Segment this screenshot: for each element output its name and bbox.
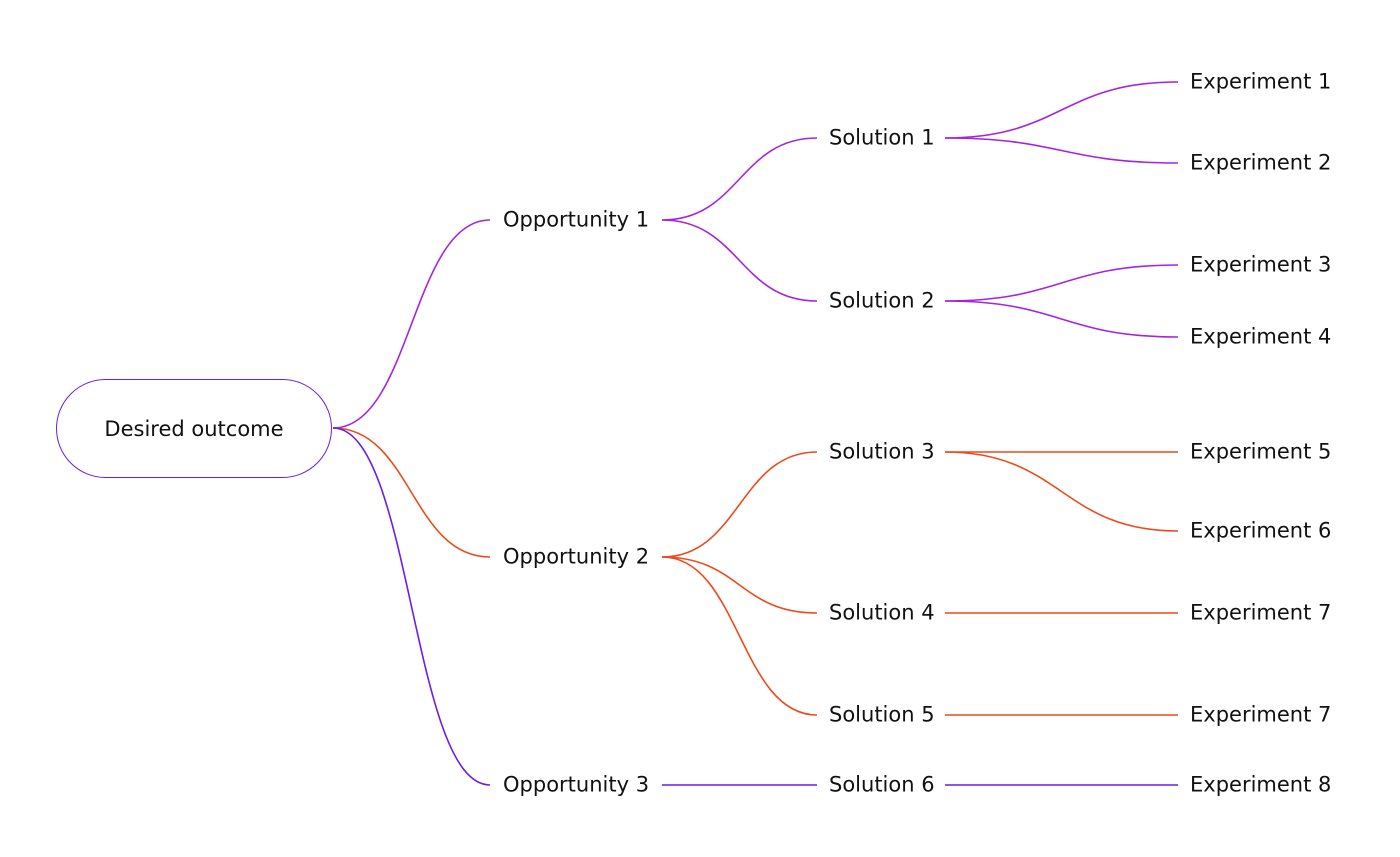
solution-5-node[interactable]: Solution 5: [829, 702, 935, 727]
edge-o2-s4: [661, 556, 818, 614]
experiment-5-node[interactable]: Experiment 5: [1190, 439, 1332, 464]
opportunity-3-node[interactable]: Opportunity 3: [503, 772, 650, 797]
edge-o1-s2: [661, 219, 818, 302]
edge-o1-s1: [661, 137, 818, 221]
experiment-2-node[interactable]: Experiment 2: [1190, 150, 1332, 175]
opportunity-1-node[interactable]: Opportunity 1: [503, 207, 650, 232]
experiment-7-node[interactable]: Experiment 7: [1190, 600, 1332, 625]
edge-s2-e3: [944, 264, 1179, 302]
edge-root-o3: [332, 427, 491, 786]
solution-4-node[interactable]: Solution 4: [829, 600, 935, 625]
edge-s1-e2: [944, 137, 1179, 164]
experiment-1-node[interactable]: Experiment 1: [1190, 69, 1332, 94]
experiment-8-node[interactable]: Experiment 8: [1190, 772, 1332, 797]
edge-s2-e4: [944, 300, 1179, 338]
solution-6-node[interactable]: Solution 6: [829, 772, 935, 797]
experiment-6-node[interactable]: Experiment 6: [1190, 518, 1332, 543]
solution-1-node[interactable]: Solution 1: [829, 125, 935, 150]
edge-s1-e1: [944, 81, 1179, 139]
root-node-desired-outcome[interactable]: Desired outcome: [56, 379, 332, 478]
experiment-4-node[interactable]: Experiment 4: [1190, 324, 1332, 349]
edge-root-o1: [332, 219, 491, 429]
opportunity-2-node[interactable]: Opportunity 2: [503, 544, 650, 569]
edge-s3-e6: [944, 451, 1179, 532]
edge-o2-s3: [661, 451, 818, 558]
root-node-label: Desired outcome: [104, 416, 284, 441]
experiment-3-node[interactable]: Experiment 3: [1190, 252, 1332, 277]
edge-o2-s5: [661, 556, 818, 716]
solution-2-node[interactable]: Solution 2: [829, 288, 935, 313]
edge-root-o2: [332, 427, 491, 558]
solution-3-node[interactable]: Solution 3: [829, 439, 935, 464]
experiment-7b-node[interactable]: Experiment 7: [1190, 702, 1332, 727]
